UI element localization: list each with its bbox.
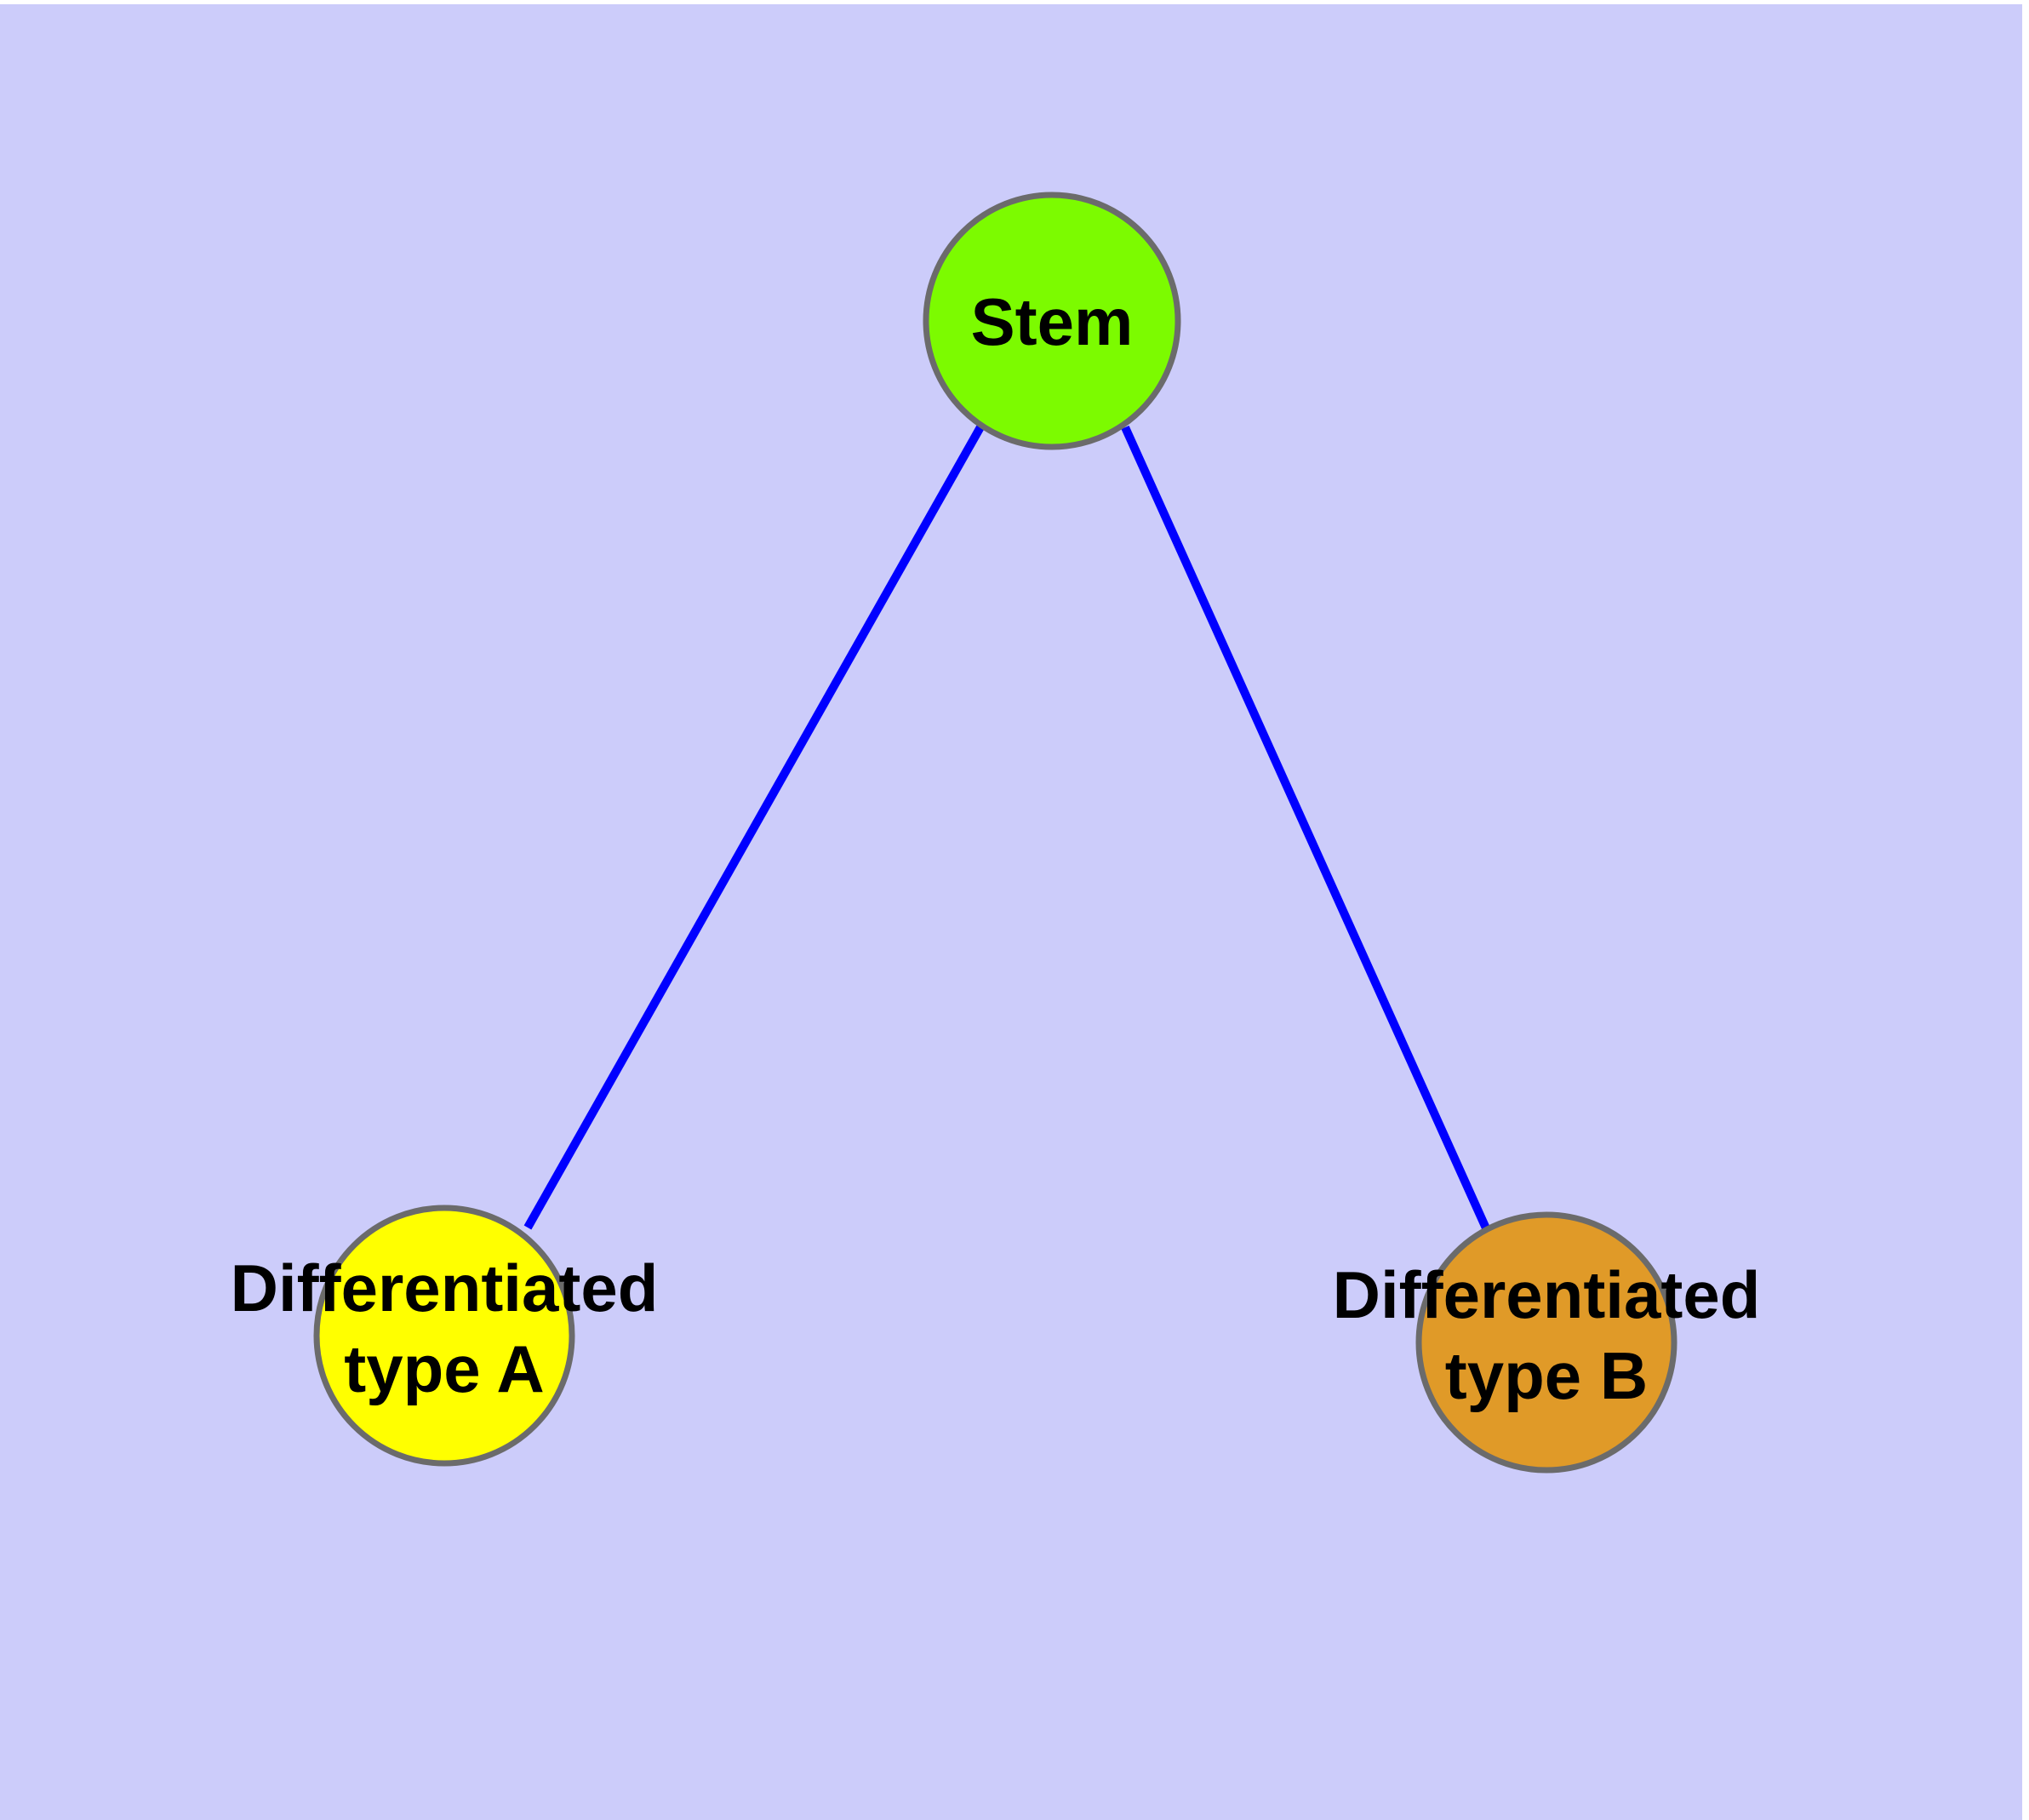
lineage-graph: Stem Differentiated type A Differentiate… — [231, 192, 1761, 1474]
node-differentiated-type-a-circle[interactable] — [313, 1205, 575, 1467]
node-differentiated-type-a[interactable] — [313, 1205, 575, 1467]
node-differentiated-type-b-label-line2: type B — [1445, 1338, 1648, 1413]
label-layer: Differentiated type A Differentiated typ… — [231, 1251, 1761, 1413]
node-differentiated-type-a-label-line1: Differentiated — [231, 1251, 659, 1325]
edge-stem-to-differentiated-type-a[interactable] — [523, 423, 986, 1230]
node-stem-label: Stem — [971, 284, 1134, 359]
node-stem-circle[interactable] — [923, 192, 1181, 450]
diagram-canvas: Stem Differentiated type A Differentiate… — [0, 4, 2022, 1820]
node-differentiated-type-b[interactable] — [1415, 1211, 1677, 1474]
node-differentiated-type-a-label-line2: type A — [344, 1331, 545, 1406]
edge-layer — [523, 423, 1491, 1233]
node-differentiated-type-b-label-line1: Differentiated — [1333, 1257, 1761, 1332]
node-layer: Stem — [313, 192, 1677, 1474]
node-differentiated-type-b-circle[interactable] — [1415, 1211, 1677, 1474]
node-stem[interactable]: Stem — [923, 192, 1181, 450]
edge-stem-to-differentiated-type-b[interactable] — [1121, 425, 1491, 1233]
